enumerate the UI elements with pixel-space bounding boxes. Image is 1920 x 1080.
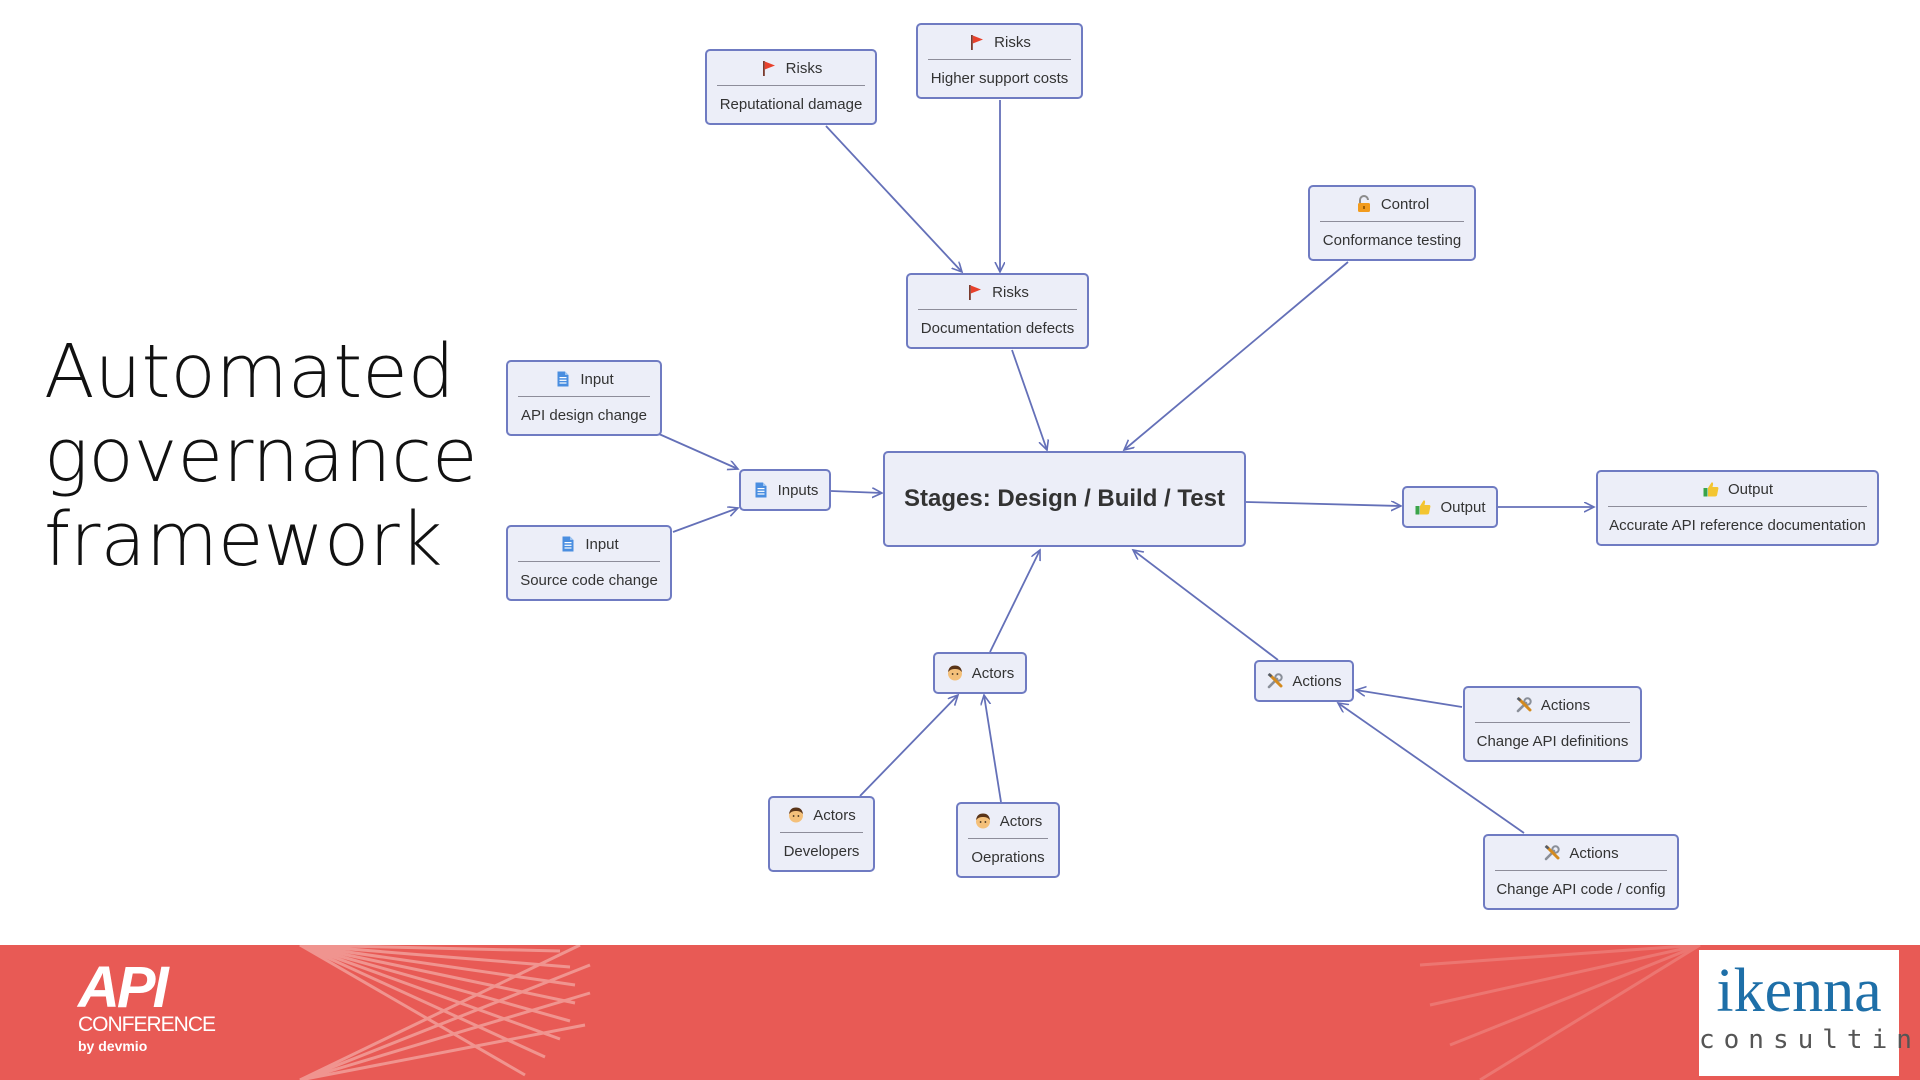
actions-hub-node: Actions [1254, 660, 1354, 702]
input-category-label: Input [585, 535, 619, 553]
flag-icon [760, 59, 778, 77]
person-icon [787, 806, 805, 824]
output-accurate-docs-node: Output Accurate API reference documentat… [1596, 470, 1879, 546]
edge-source-code-to-inputs [672, 508, 738, 533]
slide-title-line-3: framework [44, 497, 443, 583]
input-category-label: Input [580, 370, 614, 388]
slide-title-line-1: Automated [44, 329, 455, 415]
control-text: Conformance testing [1322, 231, 1462, 249]
footer-rays-decoration [299, 945, 1701, 1080]
api-logo-by: by devmio [78, 1038, 148, 1054]
actors-text: Oeprations [971, 848, 1045, 866]
risk-support-costs-node: Risks Higher support costs [916, 23, 1083, 99]
person-icon [974, 812, 992, 830]
document-icon [752, 481, 770, 499]
ikenna-consulting-logo: ikenna consulting [1699, 950, 1920, 1076]
risk-text: Higher support costs [930, 69, 1069, 87]
output-text: Accurate API reference documentation [1609, 516, 1866, 534]
output-hub-label: Output [1440, 498, 1486, 516]
control-category-label: Control [1380, 195, 1430, 213]
slide-title: Automated governance framework [44, 330, 478, 582]
api-logo-text: API [78, 955, 169, 1020]
edge-actions-to-stages [1133, 550, 1279, 661]
edge-operations-to-actors [984, 695, 1002, 803]
inputs-hub-node: Inputs [739, 469, 831, 511]
edge-actors-to-stages [989, 550, 1040, 653]
stages-label: Stages: Design / Build / Test [904, 485, 1225, 512]
api-logo-conference: CONFERENCE [78, 1013, 216, 1036]
diagram-edges [658, 100, 1920, 834]
actions-text: Change API definitions [1476, 732, 1629, 750]
tools-icon [1543, 844, 1561, 862]
edge-inputs-to-stages [830, 491, 882, 493]
actions-category-label: Actions [1540, 696, 1591, 714]
actions-text: Change API code / config [1496, 880, 1666, 898]
edge-definitions-to-actions [1356, 690, 1463, 708]
flag-icon [968, 33, 986, 51]
inputs-hub-label: Inputs [777, 481, 819, 499]
actions-definitions-node: Actions Change API definitions [1463, 686, 1642, 762]
edge-api-design-to-inputs [658, 433, 738, 469]
control-conformance-node: Control Conformance testing [1308, 185, 1476, 261]
risk-category-label: Risks [785, 59, 823, 77]
api-conference-logo: API CONFERENCE by devmio [78, 955, 216, 1056]
actions-code-node: Actions Change API code / config [1483, 834, 1679, 910]
output-hub-node: Output [1402, 486, 1498, 528]
actions-category-label: Actions [1569, 844, 1619, 862]
actions-hub-label: Actions [1292, 672, 1342, 690]
actors-developers-node: Actors Developers [768, 796, 875, 872]
risk-reputational-node: Risks Reputational damage [705, 49, 877, 125]
thumbs-up-icon [1414, 498, 1432, 516]
actors-category-label: Actors [813, 806, 856, 824]
risk-category-label: Risks [994, 33, 1031, 51]
input-text: Source code change [520, 571, 658, 589]
output-category-label: Output [1727, 480, 1774, 498]
edge-reputational-to-docs-defects [825, 125, 962, 272]
actors-hub-node: Actors [933, 652, 1027, 694]
ikenna-logo-word: ikenna [1716, 957, 1882, 1025]
risk-docs-defects-node: Risks Documentation defects [906, 273, 1089, 349]
risk-text: Documentation defects [920, 319, 1075, 337]
stages-node: Stages: Design / Build / Test [883, 451, 1246, 547]
thumbs-up-icon [1702, 480, 1720, 498]
risk-category-label: Risks [992, 283, 1029, 301]
tools-icon [1515, 696, 1533, 714]
actors-hub-label: Actors [971, 664, 1015, 682]
document-icon [559, 535, 577, 553]
edge-code-to-actions [1338, 703, 1525, 834]
document-icon [554, 370, 572, 388]
tools-icon [1266, 672, 1284, 690]
flag-icon [966, 283, 984, 301]
edge-stages-to-output [1245, 502, 1401, 506]
actors-text: Developers [783, 842, 860, 860]
edge-docs-defects-to-stages [1011, 349, 1047, 450]
edge-conformance-to-stages [1124, 261, 1349, 450]
edge-developers-to-actors [859, 695, 958, 797]
ikenna-logo-sub: consulting [1699, 1025, 1920, 1055]
actors-operations-node: Actors Oeprations [956, 802, 1060, 878]
input-api-design-node: Input API design change [506, 360, 662, 436]
footer-banner [0, 945, 1920, 1080]
input-source-code-node: Input Source code change [506, 525, 672, 601]
actors-category-label: Actors [999, 812, 1043, 830]
risk-text: Reputational damage [719, 95, 863, 113]
input-text: API design change [521, 406, 647, 424]
person-icon [946, 664, 964, 682]
padlock-icon [1355, 195, 1373, 213]
slide-title-line-2: governance [44, 413, 478, 499]
